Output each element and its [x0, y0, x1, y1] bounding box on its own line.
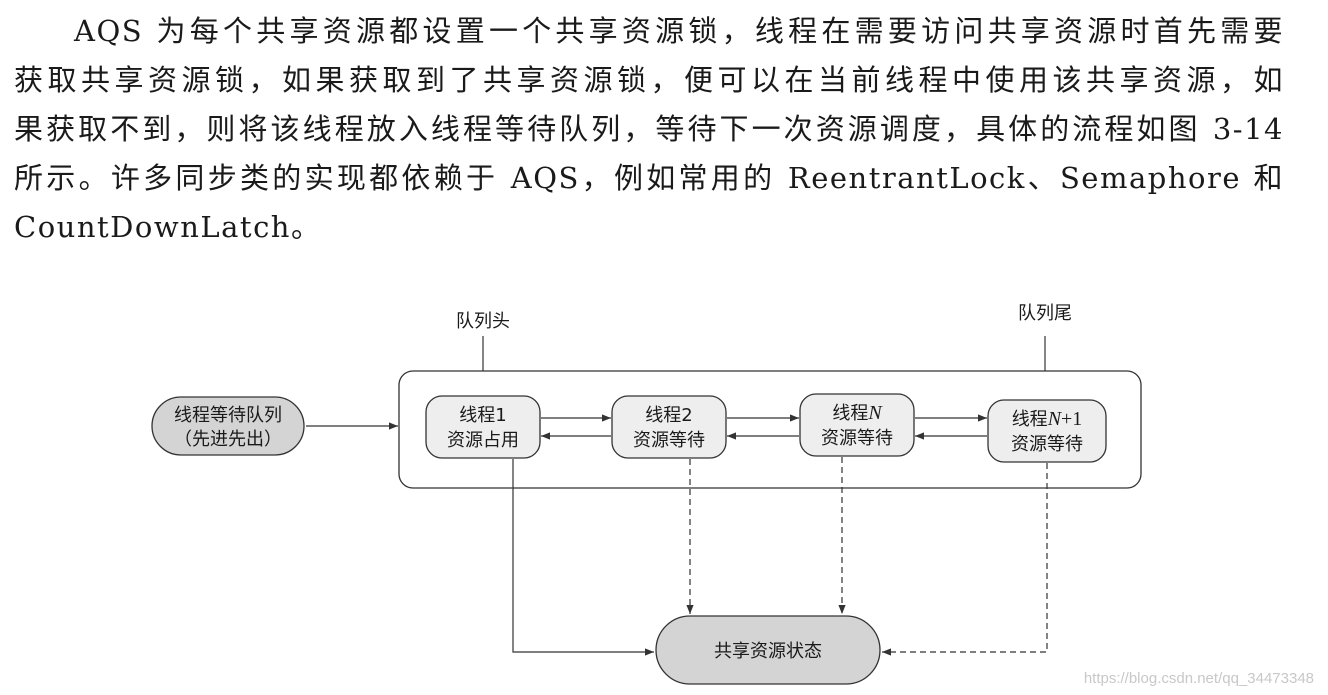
- queue-head-label: 队列头: [456, 311, 510, 332]
- thread-node-n: 线程N 资源等待: [799, 393, 915, 457]
- shared-resource-state-node: 共享资源状态: [655, 615, 881, 685]
- thread-node-1: 线程1 资源占用: [425, 395, 541, 459]
- thread-node-2-title: 线程2: [645, 405, 692, 426]
- thread-node-n-title: 线程N: [832, 402, 883, 424]
- paragraph-line-1: AQS 为每个共享资源都设置一个共享资源锁，线程在需要访问共享资源时首先需要: [74, 14, 1284, 48]
- thread-node-n-plus-1-title: 线程N+1: [1012, 408, 1083, 430]
- queue-tail-label: 队列尾: [1018, 303, 1072, 324]
- body-paragraph: AQS 为每个共享资源都设置一个共享资源锁，线程在需要访问共享资源时首先需要 获…: [14, 7, 1284, 252]
- paragraph-line-5: CountDownLatch。: [14, 210, 322, 244]
- thread-node-n-status: 资源等待: [821, 428, 893, 449]
- node-link-arrows: [541, 414, 987, 440]
- queue-container: [398, 370, 1142, 489]
- thread-node-1-title: 线程1: [459, 405, 506, 426]
- thread-node-n-plus-1-status: 资源等待: [1011, 434, 1083, 455]
- shared-resource-state-label: 共享资源状态: [714, 641, 822, 662]
- watermark: https://blog.csdn.net/qq_34473348: [1083, 670, 1314, 687]
- paragraph-line-2: 获取共享资源锁，如果获取到了共享资源锁，便可以在当前线程中使用该共享资源，如: [14, 63, 1284, 97]
- waiting-queue-node: 线程等待队列 （先进先出）: [151, 396, 305, 456]
- node-1-to-state-arrow: [512, 459, 654, 656]
- thread-node-2-status: 资源等待: [633, 430, 705, 451]
- thread-node-1-status: 资源占用: [447, 430, 519, 451]
- waiting-queue-subtitle: （先进先出）: [174, 429, 282, 450]
- node-n-plus-1-to-state-arrow: [882, 463, 1048, 656]
- paragraph-line-4: 所示。许多同步类的实现都依赖于 AQS，例如常用的 ReentrantLock、…: [14, 161, 1284, 195]
- paragraph-line-3: 果获取不到，则将该线程放入线程等待队列，等待下一次资源调度，具体的流程如图 3-…: [14, 112, 1284, 146]
- thread-node-2: 线程2 资源等待: [611, 395, 727, 459]
- waiting-queue-title: 线程等待队列: [174, 405, 282, 426]
- thread-node-n-plus-1: 线程N+1 资源等待: [987, 399, 1107, 463]
